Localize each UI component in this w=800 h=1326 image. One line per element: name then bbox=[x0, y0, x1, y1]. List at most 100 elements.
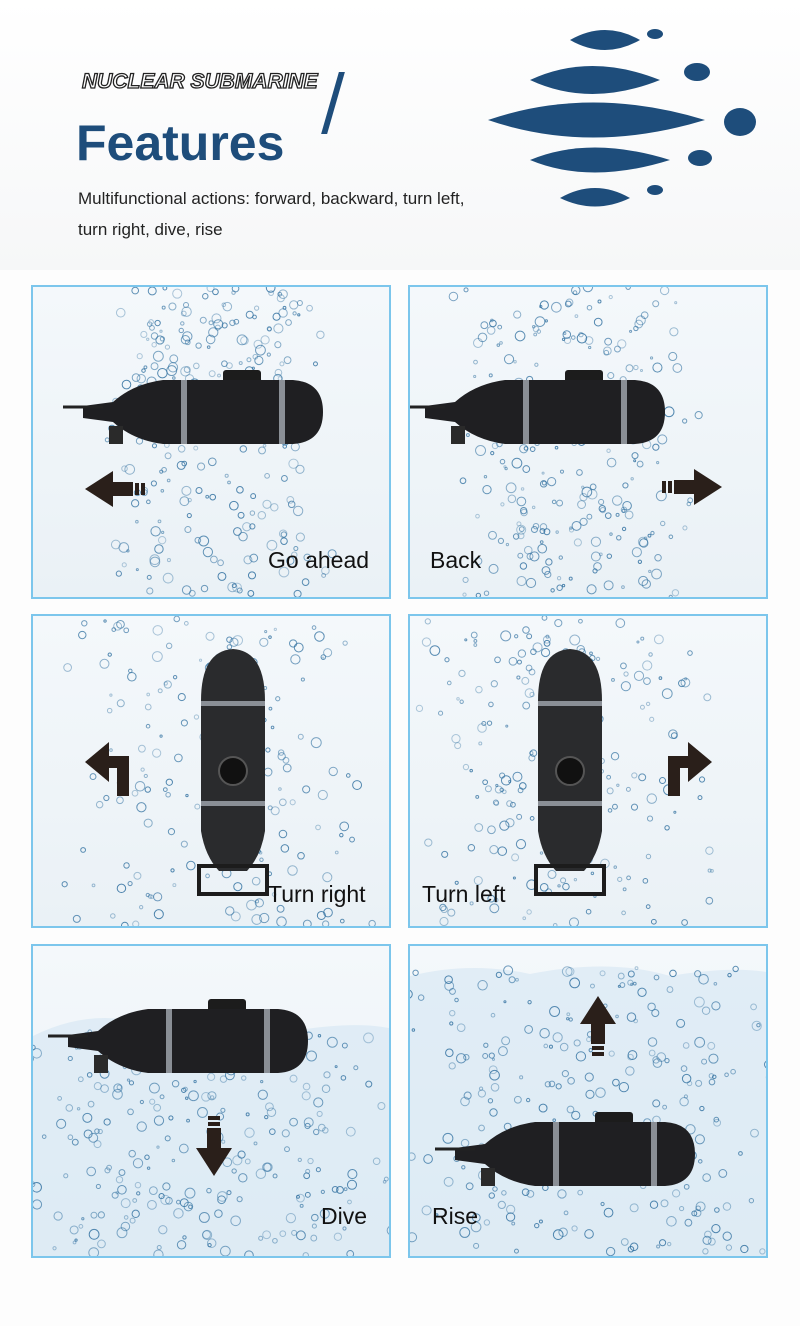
bubble bbox=[365, 1080, 373, 1088]
bubble bbox=[214, 1209, 223, 1218]
bubble bbox=[668, 351, 678, 362]
bubble bbox=[456, 697, 460, 701]
bubble bbox=[473, 1242, 480, 1249]
bubble bbox=[508, 656, 518, 666]
bubble bbox=[33, 1181, 42, 1193]
bubble bbox=[272, 1237, 278, 1244]
bubble bbox=[503, 965, 514, 976]
bubble bbox=[289, 639, 298, 648]
bubble bbox=[238, 1173, 248, 1183]
bubble bbox=[292, 311, 297, 316]
bubble bbox=[229, 319, 236, 327]
bubble bbox=[473, 643, 478, 647]
bubble bbox=[91, 883, 96, 888]
bubble bbox=[340, 1075, 347, 1081]
bubble bbox=[645, 701, 651, 707]
bubble bbox=[581, 486, 593, 498]
bubble bbox=[499, 787, 505, 793]
bubble bbox=[160, 1194, 171, 1206]
bubble bbox=[653, 634, 664, 645]
bubble bbox=[270, 503, 279, 512]
bubble bbox=[121, 465, 128, 472]
bubble bbox=[232, 1155, 243, 1166]
bubble bbox=[140, 330, 148, 338]
bubble bbox=[676, 1018, 686, 1028]
bubble bbox=[266, 352, 271, 357]
bubble bbox=[652, 443, 660, 451]
submarine bbox=[435, 1112, 695, 1186]
bubble bbox=[658, 1239, 667, 1247]
bubble bbox=[557, 884, 561, 888]
bubble bbox=[649, 356, 654, 360]
bubble bbox=[567, 1077, 575, 1085]
bubble bbox=[184, 339, 191, 346]
bubble bbox=[225, 906, 235, 916]
bubble bbox=[511, 1221, 516, 1226]
bubble bbox=[264, 473, 270, 479]
bubble bbox=[271, 892, 277, 897]
bubble bbox=[172, 376, 176, 380]
bubble bbox=[621, 910, 626, 916]
bubble bbox=[71, 1138, 79, 1146]
sub-band bbox=[201, 701, 265, 706]
bubble bbox=[77, 1076, 84, 1083]
bubble bbox=[524, 1024, 534, 1034]
bubble bbox=[513, 1095, 522, 1104]
bubble bbox=[647, 1037, 658, 1047]
bubble bbox=[113, 621, 123, 631]
bubble bbox=[210, 555, 218, 564]
bubble bbox=[230, 1215, 241, 1227]
bubble bbox=[281, 475, 288, 482]
bubble bbox=[475, 445, 487, 457]
bubble bbox=[244, 1250, 254, 1256]
bubble bbox=[188, 589, 196, 597]
sub-band bbox=[523, 380, 529, 444]
bubble bbox=[136, 374, 146, 384]
bubble bbox=[544, 1081, 551, 1088]
bubble bbox=[153, 909, 164, 920]
bubble bbox=[625, 1066, 635, 1076]
bubble bbox=[288, 458, 299, 469]
bubble bbox=[221, 360, 228, 368]
bubble bbox=[481, 720, 487, 727]
bubble bbox=[253, 339, 263, 349]
bubble bbox=[118, 1169, 126, 1177]
bubble bbox=[205, 873, 210, 879]
bubble bbox=[640, 636, 645, 641]
bubble bbox=[631, 772, 638, 779]
bubble bbox=[264, 630, 268, 634]
bubble bbox=[707, 1041, 716, 1050]
bubble bbox=[217, 373, 221, 378]
bubble bbox=[705, 896, 714, 905]
bubble bbox=[698, 1159, 703, 1164]
bubble bbox=[301, 578, 310, 586]
bubble bbox=[607, 808, 613, 813]
bubble bbox=[539, 883, 549, 892]
bubble bbox=[199, 316, 207, 324]
bubble bbox=[522, 465, 531, 473]
bubble bbox=[738, 1151, 743, 1156]
bubble bbox=[254, 305, 260, 311]
bubble bbox=[303, 1117, 314, 1128]
bubble bbox=[568, 576, 573, 581]
bubble bbox=[240, 336, 249, 345]
bubble bbox=[467, 843, 476, 852]
bubble bbox=[578, 331, 584, 338]
bubble bbox=[500, 630, 512, 642]
bubble bbox=[249, 510, 256, 516]
bubble bbox=[208, 327, 219, 338]
bubble bbox=[183, 302, 189, 309]
bubble bbox=[168, 302, 177, 311]
bubble bbox=[478, 1124, 485, 1132]
bubble bbox=[582, 287, 594, 293]
sub-fin bbox=[534, 864, 606, 896]
bubble bbox=[703, 693, 712, 702]
bubble bbox=[670, 732, 678, 740]
bubble bbox=[518, 526, 525, 532]
bubble bbox=[512, 533, 520, 540]
bubble bbox=[514, 1248, 519, 1254]
bubble bbox=[259, 637, 269, 647]
bubble bbox=[563, 331, 567, 335]
bubble bbox=[500, 775, 512, 786]
sub-hull bbox=[425, 380, 665, 444]
